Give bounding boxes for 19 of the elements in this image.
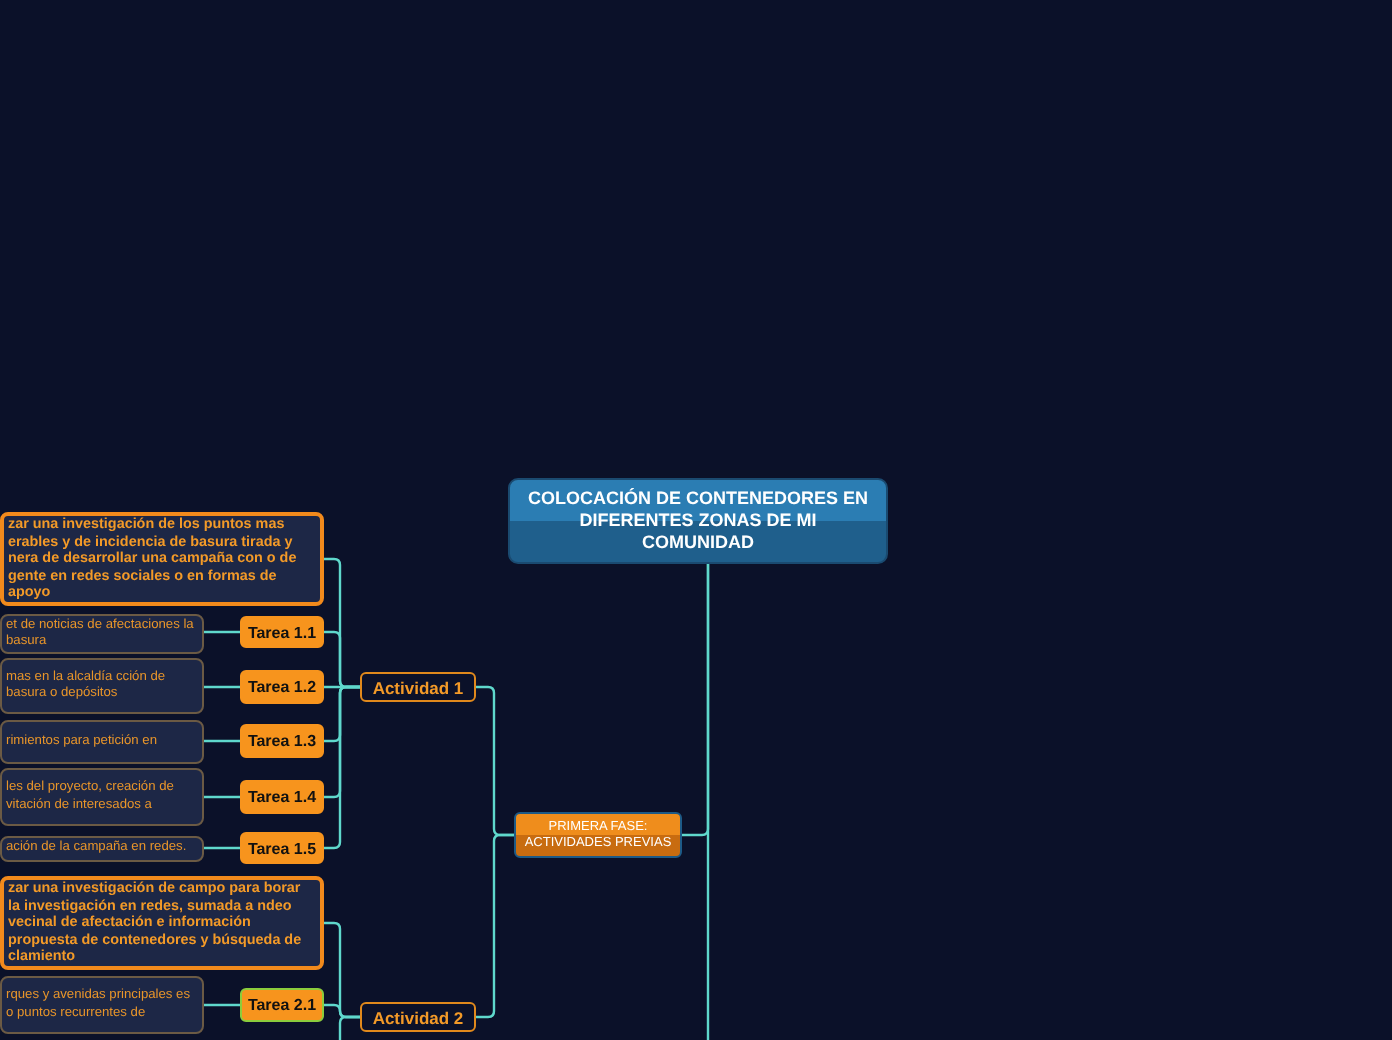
task-box: Tarea 1.3	[240, 724, 324, 758]
task-box: Tarea 1.4	[240, 780, 324, 814]
connector-line	[324, 685, 360, 850]
task-box: Tarea 2.1	[240, 988, 324, 1022]
connector-line	[476, 833, 514, 1019]
connector-line	[204, 739, 240, 743]
connector-line	[204, 685, 240, 689]
connector-line	[204, 795, 240, 799]
connector-line	[204, 630, 240, 634]
connector-line	[338, 1015, 360, 1040]
connector-line	[706, 564, 710, 1040]
title-box: COLOCACIÓN DE CONTENEDORES EN DIFERENTES ZONAS DE MI COMUNIDAD	[508, 478, 888, 564]
connector-line	[204, 1003, 240, 1007]
connector-line	[204, 846, 240, 850]
activity-box: Actividad 1	[360, 672, 476, 702]
task-box: Tarea 1.2	[240, 670, 324, 704]
task-box: Tarea 1.5	[240, 832, 324, 864]
task-box: Tarea 1.1	[240, 616, 324, 648]
activity-box: Actividad 2	[360, 1002, 476, 1032]
